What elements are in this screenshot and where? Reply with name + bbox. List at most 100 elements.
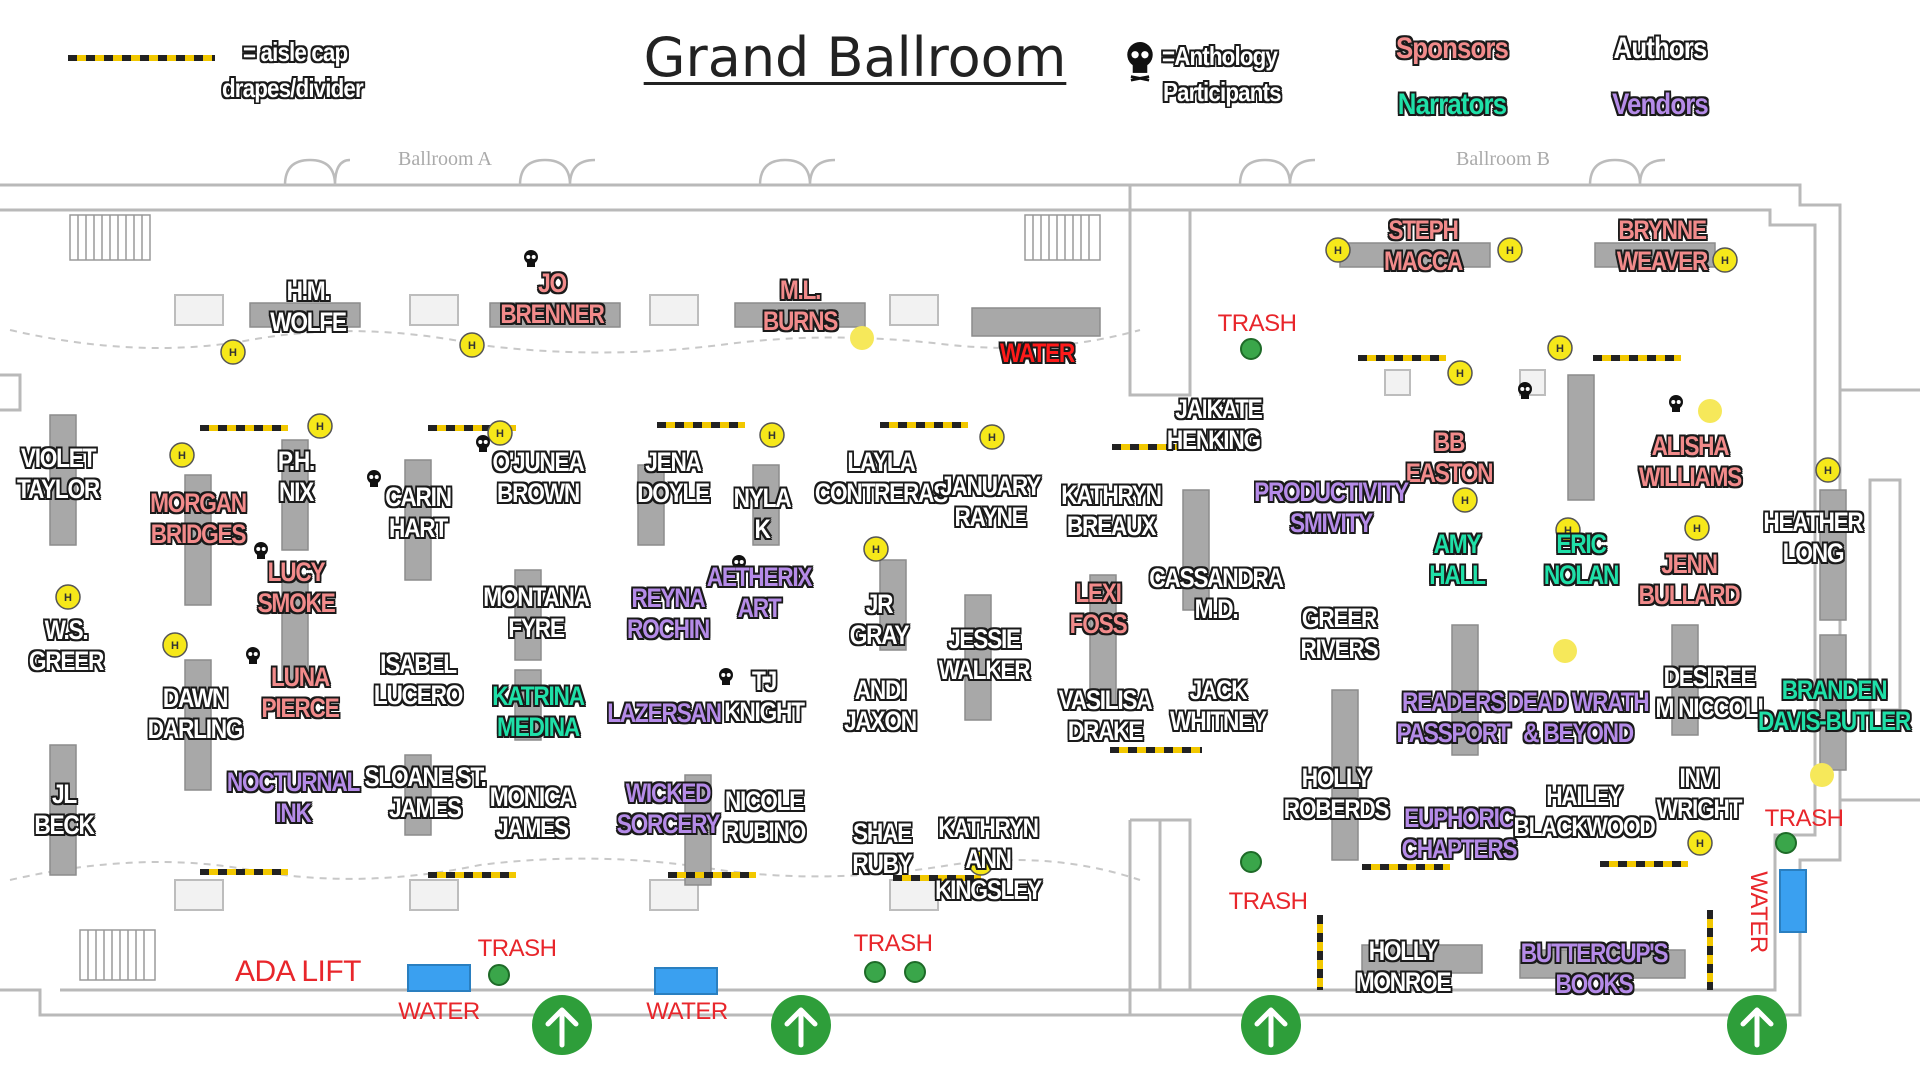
booth-label: H.M.WOLFE	[270, 276, 347, 338]
skull-icon	[1518, 382, 1532, 399]
booth-label-line: BRANDEN	[1781, 675, 1888, 705]
svg-text:H: H	[988, 432, 996, 444]
svg-text:H: H	[178, 450, 186, 462]
svg-text:H: H	[468, 340, 476, 352]
trash-label: TRASH	[1217, 310, 1297, 337]
wall-stations-top	[174, 294, 1546, 911]
stairs	[69, 214, 1101, 981]
booth-label-line: INK	[275, 798, 312, 828]
booth-label-line: BREAUX	[1066, 511, 1156, 541]
booth-label-line: DOYLE	[637, 478, 710, 508]
booth-label-line: LUCERO	[373, 680, 463, 710]
booth-label-line: GREER	[28, 646, 105, 676]
booth-label-line: HART	[389, 513, 448, 543]
trash-bins	[488, 338, 1797, 986]
trash-label: TRASH	[477, 935, 557, 962]
booth-label-line: W.S.	[44, 615, 89, 645]
booth-label-line: CARIN	[385, 482, 452, 512]
svg-text:H: H	[1456, 368, 1464, 380]
skull-icon	[254, 542, 268, 559]
booth-label-line: M NICCOLI	[1655, 693, 1763, 723]
booth-label-line: ANDI	[854, 675, 907, 705]
booth-label-line: KATRINA	[492, 681, 585, 711]
booth-label-line: WEAVER	[1616, 246, 1709, 276]
booth-label-line: JAMES	[496, 813, 569, 843]
skull-icon	[367, 470, 381, 487]
booth-label-line: BB	[1433, 427, 1466, 457]
booth-label-line: BURNS	[762, 306, 839, 336]
yellow-dots	[850, 326, 1834, 787]
booth-label-line: H.M.	[286, 276, 331, 306]
booth-label-line: MONICA	[489, 782, 576, 812]
svg-text:H: H	[171, 640, 179, 652]
water-station-label: WATER	[1000, 338, 1075, 368]
booth-label-line: VIOLET	[20, 443, 97, 473]
booth-label-line: JENA	[645, 447, 702, 477]
booth-label-line: BRYNNE	[1618, 215, 1707, 245]
svg-text:H: H	[229, 347, 237, 359]
legend-sponsors: Sponsors	[1395, 32, 1509, 65]
booth-label-line: DAWN	[162, 683, 229, 713]
booth-label-line: FOSS	[1069, 609, 1128, 639]
svg-text:H: H	[1693, 523, 1701, 535]
booth-label-line: ART	[737, 593, 782, 623]
room-label-b: Ballroom B	[1456, 148, 1550, 170]
h-markers	[55, 237, 1841, 876]
booth-label-line: GRAY	[849, 620, 910, 650]
skull-icon	[524, 250, 538, 267]
booth-label-line: SMIVITY	[1290, 508, 1373, 538]
booth-label-line: STEPH	[1388, 215, 1459, 245]
booth-label-line: LUNA	[271, 662, 330, 692]
booth-label-line: ROCHIN	[627, 614, 710, 644]
booth-label-line: M.L.	[779, 275, 822, 305]
skull-icon	[732, 555, 746, 572]
booth-label-line: HENRY	[1166, 425, 1241, 455]
booth-label-line: BECK	[34, 810, 94, 840]
booth-label-line: WALKER	[938, 655, 1031, 685]
booth-label-line: WOLFE	[270, 307, 347, 337]
booth-label-line: EUPHORIC	[1404, 803, 1515, 833]
booth-label-line: MACCA	[1383, 246, 1463, 276]
exit-arrow-glyphs	[545, 1007, 1774, 1048]
booth-label-line: ISABEL	[380, 649, 457, 679]
booth-label-line: JR	[865, 589, 894, 619]
booth-label-line: HOLLY	[1368, 936, 1439, 966]
booth-label-line: LONG	[1782, 538, 1845, 568]
booth-label-line: JAXON	[844, 706, 917, 736]
booth-label-line: LAZERSAN	[607, 698, 722, 728]
legend-divider-label-2: drapes/divider	[222, 73, 364, 103]
booth-label-line: RUBINO	[723, 817, 806, 847]
skull-icon	[719, 668, 733, 685]
svg-text:H: H	[977, 858, 985, 870]
booth-label-line: KATHRYN	[1061, 480, 1162, 510]
legend-anthology-label-2: Participants	[1163, 77, 1282, 107]
skull-icon	[1669, 395, 1683, 412]
booth-label-line: VASILISA	[1058, 685, 1153, 715]
